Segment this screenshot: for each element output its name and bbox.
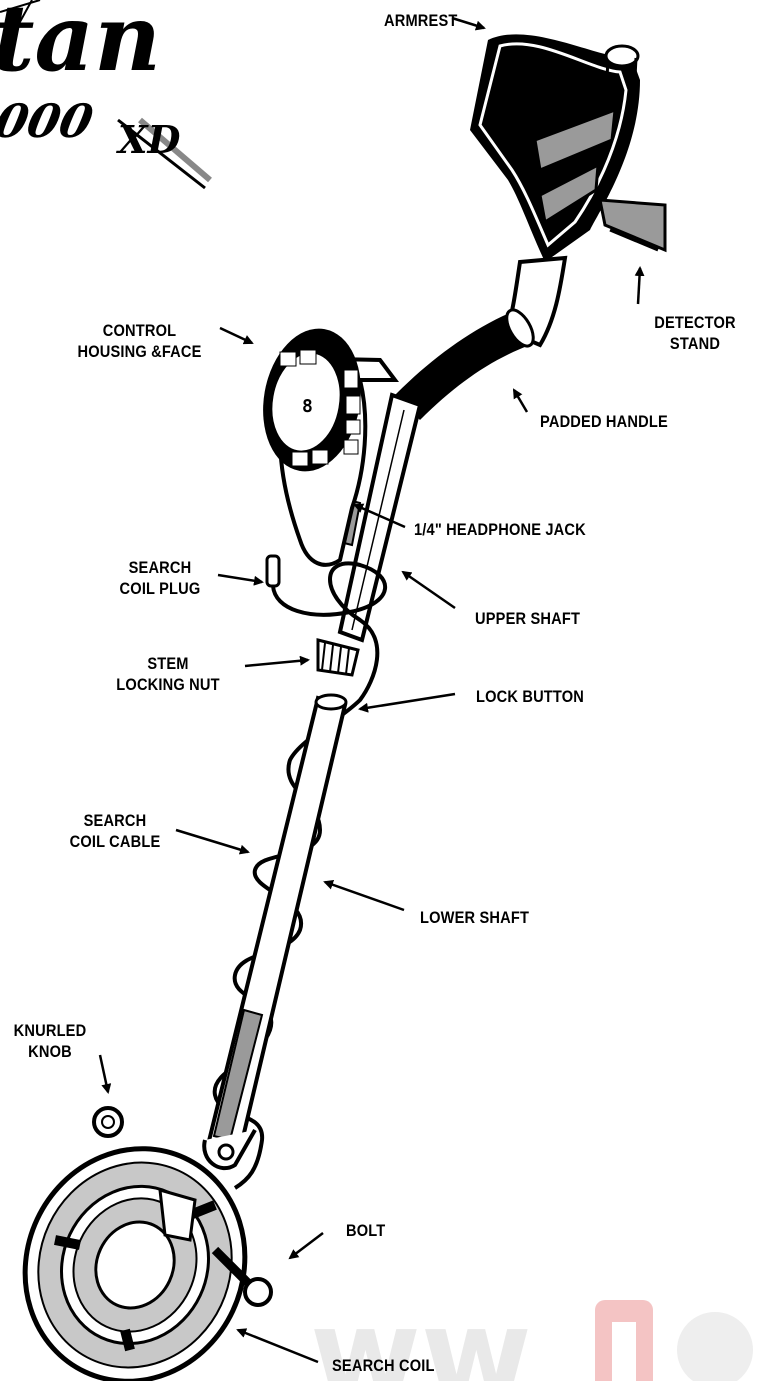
label-upper-shaft: UPPER SHAFT (475, 608, 580, 629)
label-search-coil: SEARCH COIL (332, 1355, 435, 1376)
logo-suffix: XD (118, 120, 180, 160)
label-armrest: ARMREST (384, 10, 458, 31)
label-lower-shaft: LOWER SHAFT (420, 907, 529, 928)
locking-nut-graphic (318, 640, 358, 675)
detector-stand-graphic (600, 200, 665, 250)
label-padded-handle: PADDED HANDLE (540, 411, 668, 432)
handle-tube-graphic (395, 258, 565, 420)
lower-shaft-graphic (204, 695, 346, 1168)
label-lock-button: LOCK BUTTON (476, 686, 584, 707)
logo-word: tan (0, 0, 161, 88)
knurled-knob-graphic (94, 1108, 122, 1136)
logo-model-number: 000 (0, 96, 97, 146)
svg-text:8: 8 (302, 396, 313, 417)
label-headphone-jack: 1/4" HEADPHONE JACK (414, 519, 586, 540)
label-bolt: BOLT (346, 1220, 385, 1241)
